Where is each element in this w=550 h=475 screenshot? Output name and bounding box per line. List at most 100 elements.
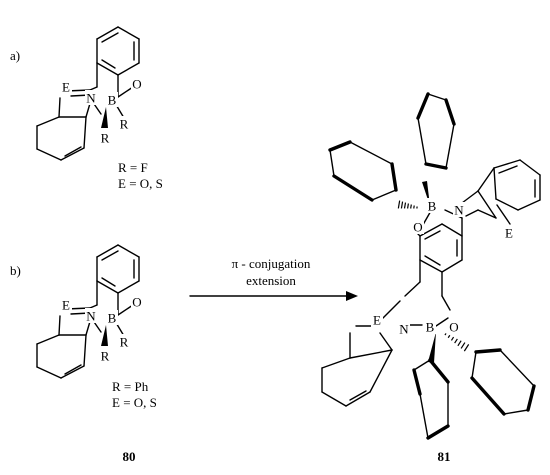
atom-label-bg [85,308,97,323]
bond-line [517,199,541,211]
double-bond [380,300,401,321]
hash-stroke [447,334,451,339]
bond-line [96,62,119,76]
bond-line [96,244,119,258]
atom-symbol: N [86,91,96,106]
phenyl-edge [413,359,431,371]
inner-double-bond [101,277,116,287]
b-ph-wedge [428,332,436,363]
phenyl-edge [426,424,450,440]
bond-line [96,26,119,40]
hash-stroke [406,203,410,209]
reaction-arrow-head [346,291,358,301]
arrow-label-line2: extension [246,273,296,288]
atom-b: B [106,92,118,108]
atom-label-bg [99,130,111,145]
phenyl-edge [526,384,536,412]
bond-line [60,365,85,379]
bond-line [477,167,495,192]
bond-line [345,391,371,407]
atom-symbol: E [373,313,381,328]
inner-double-bond [101,32,119,43]
atom-symbol: O [449,320,458,335]
hash-stroke [457,340,462,347]
atom-n: N [453,202,465,218]
inner-double-bond [101,59,116,69]
bond-line [117,62,140,76]
bond-line [96,280,119,294]
bond-line [36,366,62,379]
phenyl-edge [412,368,422,396]
phenyl-edge [371,189,397,201]
phenyl-edge [416,92,430,120]
atom-label-bg [106,92,118,107]
atom-r: R [118,334,130,350]
bond-line [60,147,85,161]
bond-line [419,259,443,273]
atom-o: O [131,76,143,92]
atom-label-bg [412,219,424,234]
bond-line [441,295,451,311]
atom-label-bg [106,310,118,325]
phenyl-ring-right [470,348,536,416]
atom-symbol: B [428,199,437,214]
condition-e: E = O, S [118,176,163,191]
atom-label-bg [503,225,515,240]
phenyl-ring-left [328,140,398,202]
atom-label-bg [453,202,465,217]
atom-symbol: B [426,320,435,335]
hash-stroke [400,201,404,209]
atom-n: N [85,308,97,324]
condition-r: R = F [118,160,148,175]
phenyl-edge [499,349,535,387]
condition-e: E = O, S [112,395,157,410]
atom-symbol: B [108,311,117,326]
b-ph-hash [397,200,418,209]
bond-line [349,349,393,359]
skeleton-product: B N E O E O N B [321,92,541,440]
b-r-wedge [101,107,108,128]
atom-b: B [106,310,118,326]
atom-symbol: N [454,203,464,218]
phenyl-edge [329,149,335,177]
bond-line [435,317,449,327]
phenyl-edge [445,123,455,169]
atom-label-bg [131,76,143,91]
atom-symbol: E [505,226,513,241]
atom-e: E [60,79,72,95]
bond-line [495,198,519,211]
phenyl-edge [424,162,448,170]
atom-n: N [398,321,410,337]
hash-stroke [450,336,455,341]
atom-label-bg [426,198,438,213]
atom-symbol: B [108,93,117,108]
bond-line [379,332,393,351]
atom-o: O [448,319,460,335]
bond-line [58,315,61,336]
atom-e: E [371,312,383,328]
atom-symbol: N [399,322,409,337]
bond-line [321,391,347,407]
atom-label-bg [371,312,383,327]
atom-b: B [426,198,438,214]
compound-number-81: 81 [438,449,451,464]
bond-line [89,86,98,91]
bond-line [477,209,497,219]
atom-symbol: N [86,309,96,324]
atom-symbol: O [413,220,422,235]
hash-stroke [454,338,458,344]
phenyl-edge [419,393,429,439]
bond-line [117,86,134,98]
bond-line [493,159,521,169]
bond-line [441,223,463,237]
atom-o: O [412,219,424,235]
atom-symbol: R [101,131,110,146]
phenyl-edge [428,358,450,384]
atom-label-bg [398,321,410,336]
atom-e: E [503,225,515,241]
phenyl-edge [470,376,506,416]
compound-number-80: 80 [123,449,136,464]
